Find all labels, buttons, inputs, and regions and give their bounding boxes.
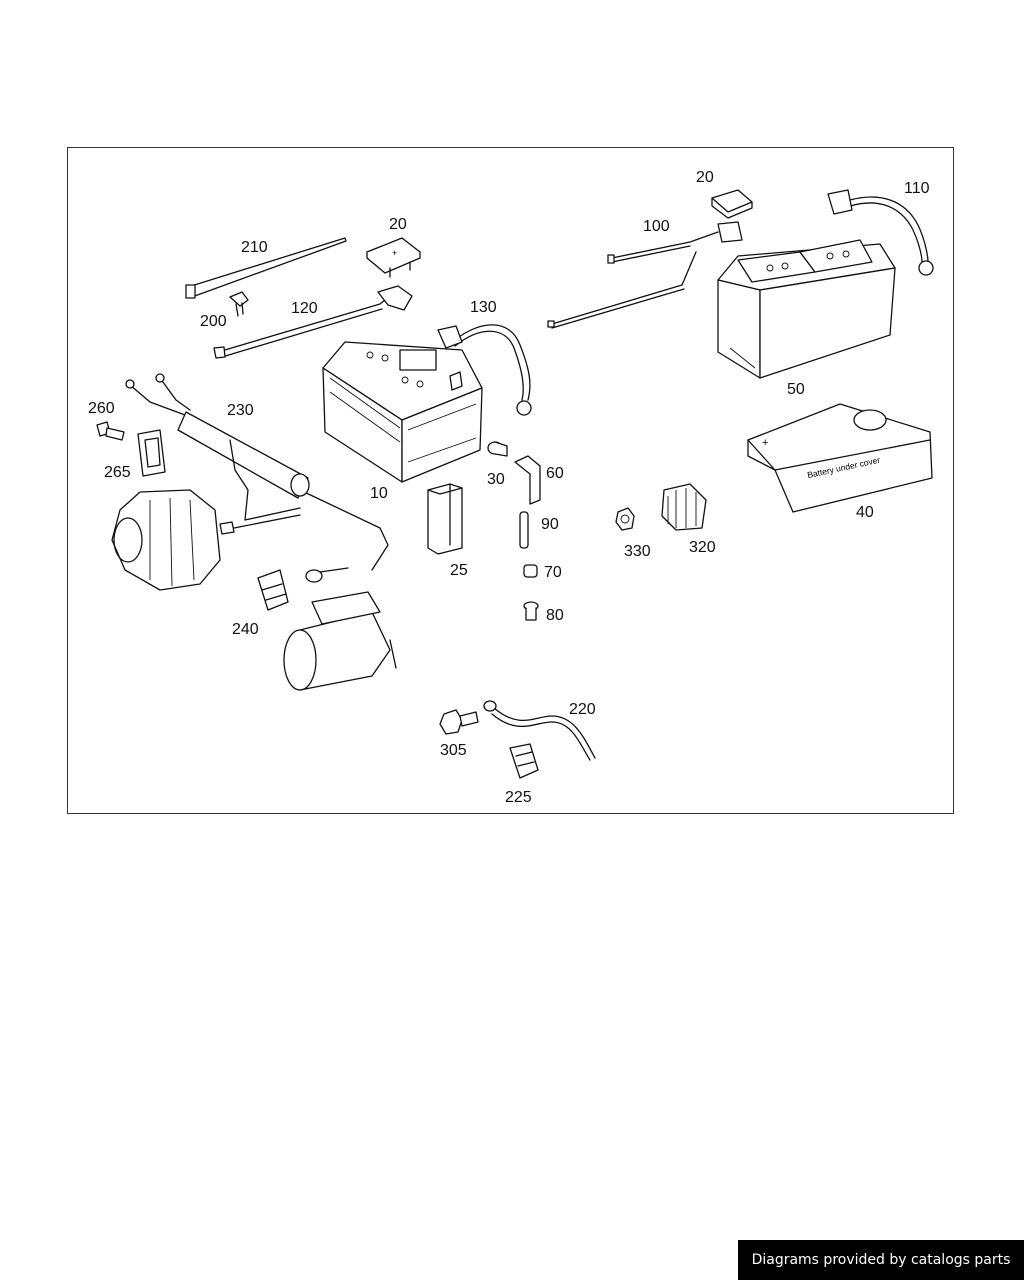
part-label-50: 50 [787,381,805,398]
alternator [111,489,221,591]
part-label-20-left: 20 [389,216,407,233]
connector-320[interactable] [661,483,707,531]
part-label-90: 90 [541,516,559,533]
part-label-265: 265 [104,464,131,481]
clip-200[interactable] [229,291,249,317]
harness-230[interactable] [125,373,389,583]
ground-strap-220[interactable] [483,700,596,761]
bolt-305[interactable] [439,709,479,735]
attribution-banner: Diagrams provided by catalogs parts [738,1240,1024,1280]
part-label-10: 10 [370,485,388,502]
part-70[interactable] [523,564,538,578]
part-label-320: 320 [689,539,716,556]
battery-cover-40[interactable]: Battery under cover + [747,403,933,513]
clip-240[interactable] [257,569,289,611]
battery-10[interactable] [322,341,483,483]
part-label-110: 110 [904,180,930,197]
part-label-25: 25 [450,562,468,579]
terminal-cover-20-left[interactable]: + [366,237,421,278]
terminal-mark: + [762,437,768,449]
part-label-330: 330 [624,543,651,560]
starter-motor [283,591,397,691]
part-label-100: 100 [643,218,670,235]
part-label-40: 40 [856,504,874,521]
clip-225[interactable] [509,743,539,779]
elbow-60[interactable] [514,455,541,505]
cable-110[interactable] [827,189,934,276]
part-label-80: 80 [546,607,564,624]
part-label-60: 60 [546,465,564,482]
part-label-210: 210 [241,239,268,256]
nut-330[interactable] [615,507,635,531]
cable-120[interactable] [213,285,413,359]
cable-100[interactable] [547,221,743,329]
part-label-130: 130 [470,299,497,316]
part-label-305: 305 [440,742,467,759]
part-25[interactable] [427,483,463,555]
part-label-70: 70 [544,564,562,581]
part-label-120: 120 [291,300,318,317]
part-label-225: 225 [505,789,532,806]
bracket-265[interactable] [137,429,166,477]
part-label-20-right: 20 [696,169,714,186]
pin-90[interactable] [519,511,529,549]
cable-tie-210[interactable] [185,237,347,299]
part-80[interactable] [523,601,539,621]
battery-50[interactable] [717,239,896,379]
cable-130[interactable] [437,324,532,416]
part-label-30: 30 [487,471,505,488]
part-30[interactable] [487,441,508,457]
part-label-200: 200 [200,313,227,330]
svg-text:+: + [392,248,397,258]
part-label-230: 230 [227,402,254,419]
terminal-cover-20-right[interactable] [711,189,753,219]
part-label-240: 240 [232,621,259,638]
part-label-220: 220 [569,701,596,718]
bolt-260[interactable] [96,421,125,441]
part-label-260: 260 [88,400,115,417]
